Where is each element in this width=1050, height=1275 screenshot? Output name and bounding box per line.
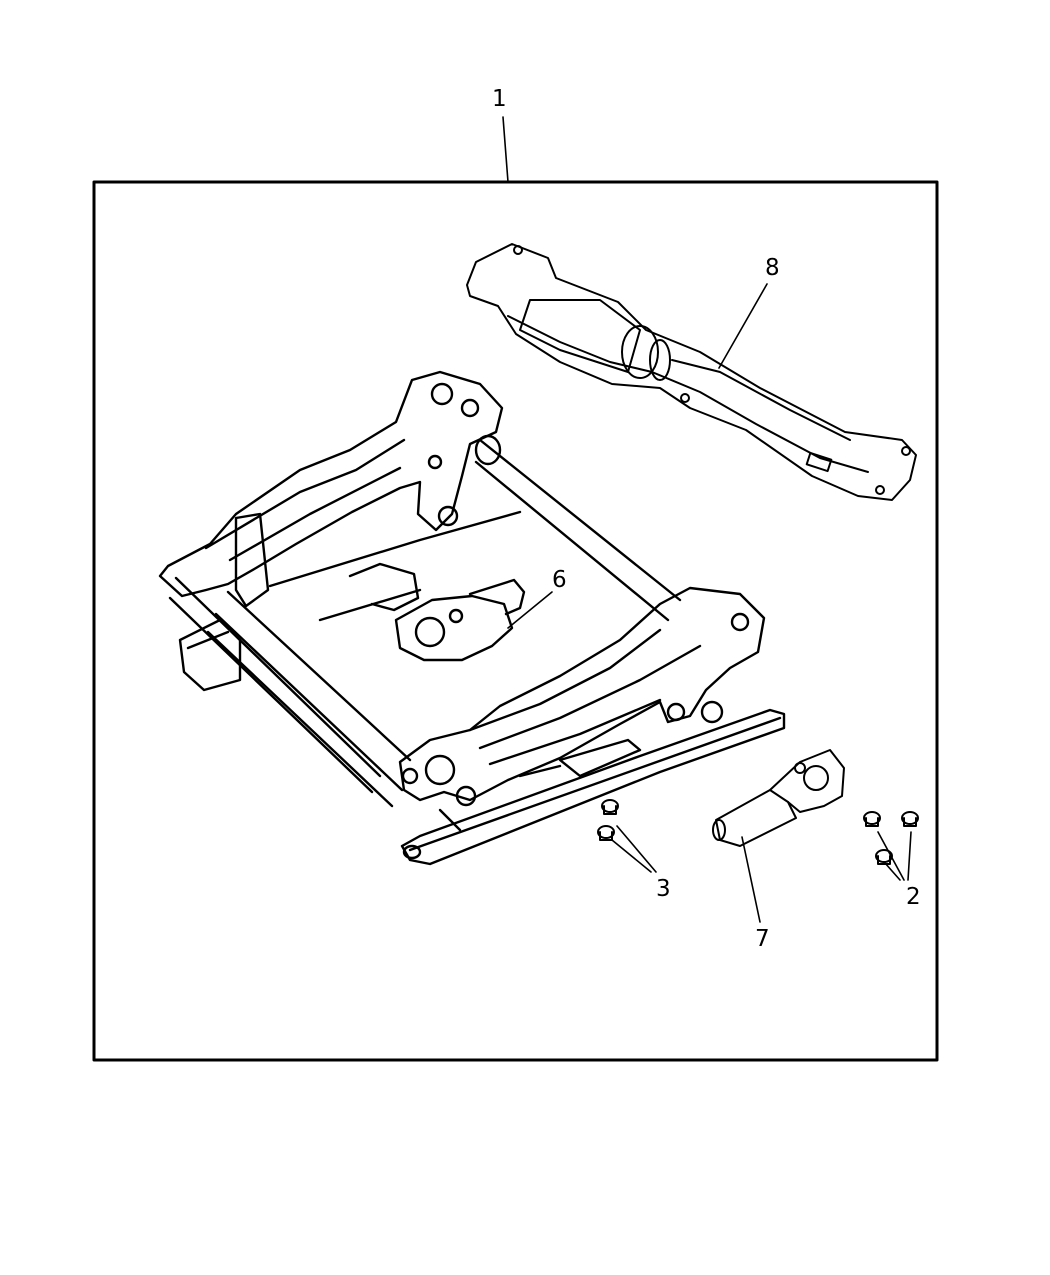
callout-3: 3 bbox=[656, 876, 671, 902]
callout-7: 7 bbox=[755, 926, 770, 952]
part-7-motor bbox=[712, 749, 845, 847]
part-2-screws bbox=[863, 811, 919, 865]
part-3-screws bbox=[597, 799, 619, 841]
callout-8: 8 bbox=[765, 255, 780, 281]
callout-1: 1 bbox=[492, 86, 507, 112]
part-8-track-assembly bbox=[466, 243, 917, 501]
leader-lines bbox=[502, 116, 912, 923]
callout-2: 2 bbox=[906, 884, 921, 910]
seat-frame bbox=[158, 370, 786, 866]
callout-6: 6 bbox=[552, 567, 567, 593]
assembly-frame-box bbox=[92, 180, 939, 1062]
